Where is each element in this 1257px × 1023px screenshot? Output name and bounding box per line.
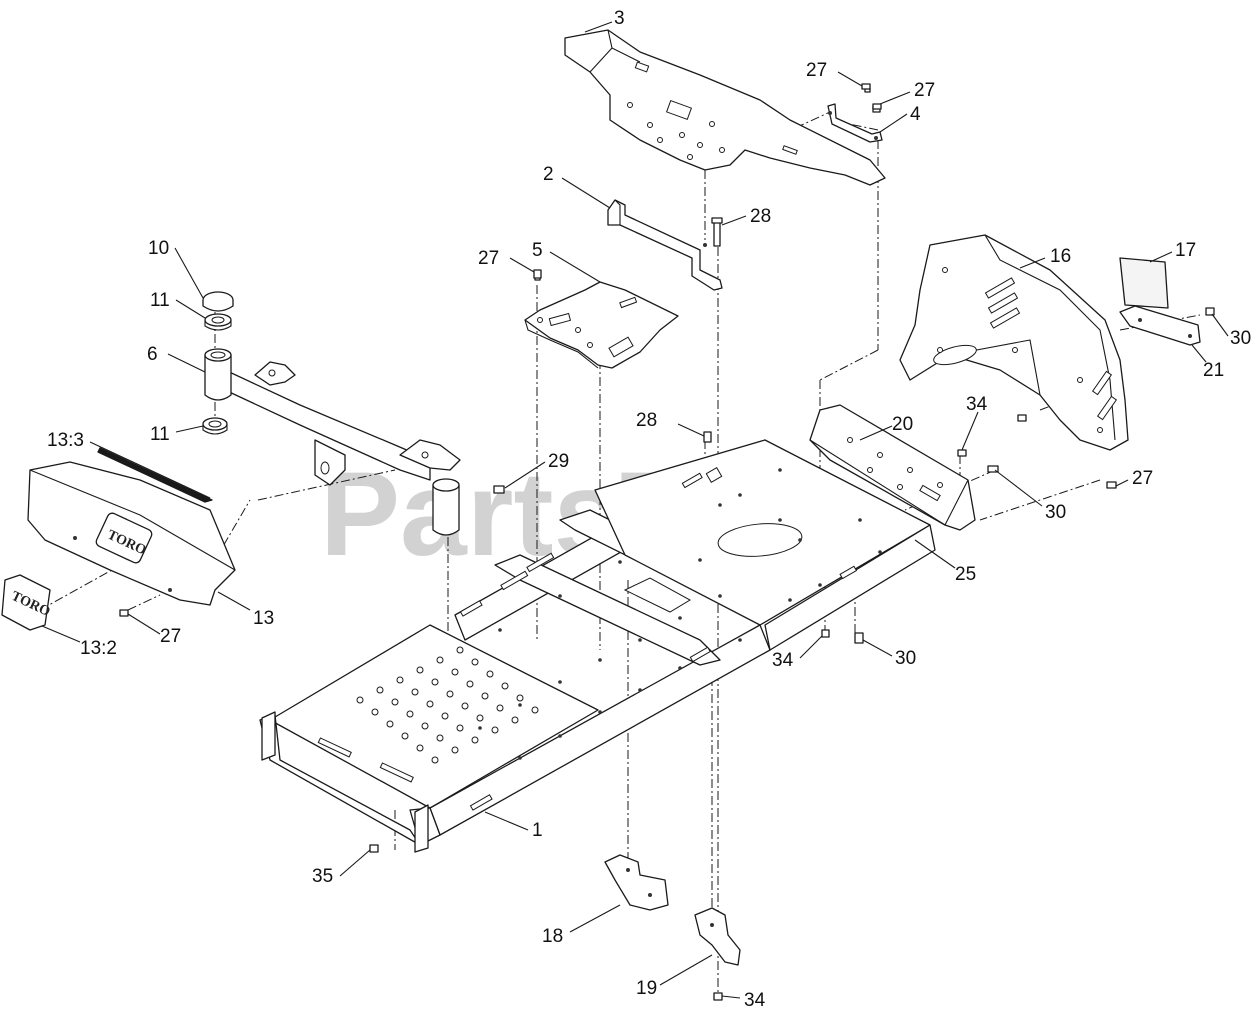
callout-11: 11 [150, 290, 170, 311]
part-6-pivot-axle [204, 348, 461, 536]
part-21-mount-bracket [1119, 305, 1201, 346]
callout-13-3: 13:3 [47, 430, 84, 451]
callout-10: 10 [148, 238, 169, 259]
callout-27: 27 [478, 248, 499, 269]
part-13-2-toro-decal: TORO [1, 574, 52, 631]
callout-35: 35 [312, 866, 333, 887]
callout-labels: 3 27 27 4 2 28 10 27 5 16 17 11 30 6 21 … [47, 8, 1251, 1011]
callout-6: 6 [147, 344, 158, 365]
callout-28: 28 [636, 410, 657, 431]
callout-13-2: 13:2 [80, 638, 117, 659]
callout-29: 29 [548, 451, 569, 472]
callout-34: 34 [772, 650, 794, 671]
callout-16: 16 [1050, 246, 1071, 267]
callout-28: 28 [750, 206, 771, 227]
part-2-channel-bracket [607, 199, 723, 291]
part-13-3-decal-stripe [97, 447, 213, 503]
callout-3: 3 [614, 8, 625, 29]
callout-2: 2 [543, 164, 554, 185]
frame-hole-pattern [478, 468, 882, 760]
callout-30: 30 [1230, 328, 1251, 349]
part-5-seat-plate [524, 271, 679, 369]
callout-17: 17 [1175, 240, 1196, 261]
part-11-bearing-bottom [202, 417, 228, 435]
deck-perforations [356, 646, 539, 764]
callout-21: 21 [1203, 360, 1224, 381]
callout-27: 27 [1132, 468, 1153, 489]
toro-logo-plate [95, 512, 153, 564]
callout-27: 27 [160, 626, 181, 647]
part-13-front-shroud: TORO [27, 461, 236, 606]
callout-27: 27 [806, 60, 827, 81]
part-11-bearing-top [204, 313, 232, 331]
part-19-lower-bracket [694, 907, 741, 966]
part-4-bracket [827, 87, 883, 143]
fasteners [119, 83, 1215, 1001]
callout-27: 27 [914, 80, 935, 101]
part-16-rear-guard [899, 234, 1129, 451]
callout-1: 1 [532, 820, 543, 841]
leader-lines [41, 21, 1229, 999]
callout-4: 4 [910, 104, 921, 125]
callout-25: 25 [955, 564, 976, 585]
callout-34: 34 [966, 394, 988, 415]
callout-11: 11 [150, 424, 170, 445]
part-1-main-frame [259, 439, 936, 853]
callout-19: 19 [636, 978, 657, 999]
part-3-console-plate [564, 29, 886, 186]
part-10-cap [202, 291, 234, 312]
callout-18: 18 [542, 926, 563, 947]
callout-30: 30 [895, 648, 916, 669]
callout-30: 30 [1045, 502, 1066, 523]
callout-34: 34 [744, 990, 766, 1011]
callout-5: 5 [532, 240, 543, 261]
callout-20: 20 [892, 414, 913, 435]
part-18-lower-bracket [604, 854, 669, 911]
part-17-decal-plate [1119, 257, 1169, 309]
callout-13: 13 [253, 608, 274, 629]
